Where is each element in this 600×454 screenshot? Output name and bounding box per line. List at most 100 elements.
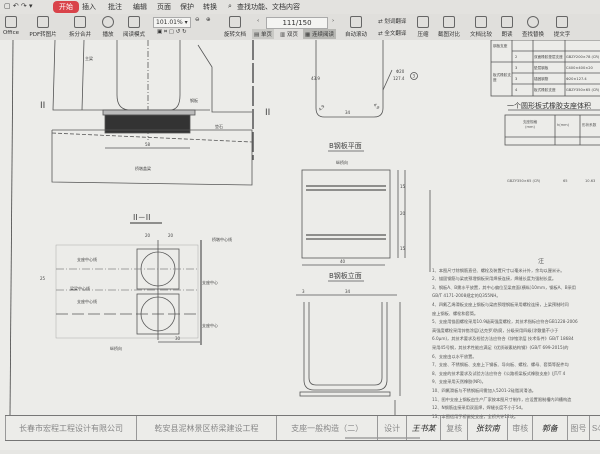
single-page-button[interactable]: ▤ 单页 bbox=[252, 29, 274, 39]
note-item: GB/T 4171-2008规定的Q355NH。 bbox=[432, 293, 501, 299]
design-label: 设计 bbox=[378, 416, 407, 440]
menu-search[interactable]: 查找功能、文档内容 bbox=[237, 3, 300, 11]
image-icon bbox=[37, 16, 49, 28]
play-icon bbox=[102, 16, 114, 28]
note-item: 12、N钢筋连接采用双面焊，焊缝长度不小于5d。 bbox=[432, 405, 526, 411]
note-item: 6.0μm)，其技术要求及检验方法应符合《锌铬涂层 技术条件》GB/T 1868… bbox=[432, 336, 574, 342]
rebar-length: 127.4 bbox=[393, 76, 405, 81]
pdf-to-image-button[interactable]: PDF转图片 bbox=[26, 16, 60, 38]
auto-scroll-button[interactable]: 自动滚动 bbox=[340, 16, 372, 38]
doc-compare-button[interactable]: 文档比较 bbox=[466, 16, 496, 38]
continuous-button[interactable]: ▦ 连续阅读 bbox=[303, 29, 336, 39]
table-cell: 2 bbox=[515, 55, 518, 59]
note-item: 7、支座、不锈钢板、支座上下钢板、导向板、螺栓、螺母、套筒等配件均 bbox=[432, 362, 569, 368]
label-bearing-center-line-2: 支座中心线 bbox=[77, 298, 97, 304]
menu-tab-convert[interactable]: 转换 bbox=[203, 3, 217, 11]
label-bearing-center-1: 支座中心 bbox=[202, 279, 218, 285]
note-item: 2、锚固钢筋与梁底预埋钢板采用焊接连接，焊缝长度为强制长度。 bbox=[432, 276, 557, 282]
plate-elevation: B钢板立面 34 3 bbox=[296, 271, 401, 397]
material-table bbox=[490, 39, 600, 97]
engineering-drawing: 58 主梁 钢板 垫石 桥墩盖梁 II II II－II 30 20 20 桥墩… bbox=[9, 39, 600, 439]
rebar-detail: Φ20 127.4 3 34 43.9 4.9 4.9 bbox=[311, 40, 418, 118]
speaker-icon bbox=[501, 16, 513, 28]
continuous-label: 连续阅读 bbox=[311, 32, 334, 38]
menu-tab-protect[interactable]: 保护 bbox=[180, 3, 194, 11]
rotate-label: 旋转文档 bbox=[223, 32, 246, 38]
label-pad: 垫石 bbox=[215, 123, 223, 129]
screenshot-compare-label: 截图对比 bbox=[437, 32, 460, 38]
scroll-icon bbox=[350, 16, 362, 28]
split-icon bbox=[74, 16, 86, 28]
menu-tab-page[interactable]: 页面 bbox=[157, 3, 171, 11]
label-main-beam: 主梁 bbox=[85, 55, 93, 61]
rebar-dim-bottom: 34 bbox=[345, 110, 351, 115]
read-aloud-button[interactable]: 朗读 bbox=[498, 16, 516, 38]
note-item: 6、支座由以水平放置。 bbox=[432, 353, 477, 359]
label-steel-plate: 钢板 bbox=[190, 97, 198, 103]
title-block: 长春市宏程工程设计有限公司 乾安县泥林景区桥梁建设工程 支座一般构造（二） 设计… bbox=[5, 415, 600, 441]
plan-title: B钢板平面 bbox=[329, 141, 362, 150]
menu-tab-edit[interactable]: 编辑 bbox=[133, 3, 147, 11]
table-cell: 板式橡胶支座 bbox=[534, 88, 556, 92]
page-input[interactable]: 111/150 bbox=[266, 17, 328, 29]
double-page-button[interactable]: ▥ 双页 bbox=[280, 32, 298, 38]
plan-direction: 纵桥向 bbox=[336, 159, 348, 165]
volume-cell-spec: GBZY350×65 (CR) bbox=[507, 179, 541, 183]
menu-icons[interactable]: ▢ ↶ ↷ ▾ bbox=[4, 2, 33, 10]
extract-text-button[interactable]: 提文字 bbox=[550, 16, 574, 38]
label-bridge-direction: 纵桥向 bbox=[110, 345, 122, 351]
note-item: 8、支座的技术要求及试验方法应符合《公路桥梁板式橡胶支座》(JT/T 4 bbox=[432, 370, 566, 376]
next-page-icon[interactable]: › bbox=[332, 18, 335, 24]
prev-page-icon[interactable]: ‹ bbox=[257, 18, 260, 24]
compress-label: 压缩 bbox=[417, 32, 429, 38]
office-button[interactable]: Office bbox=[0, 16, 22, 36]
pdf-to-image-label: PDF转图片 bbox=[29, 32, 57, 38]
fit-icons[interactable]: ▣ ⌗ ▢ ↺ ↻ bbox=[157, 29, 187, 35]
find-replace-button[interactable]: 查找替换 bbox=[518, 16, 548, 38]
zoom-out-icon[interactable]: ⊖ bbox=[195, 17, 200, 23]
full-translate-button[interactable]: ⇄ 全文翻译 bbox=[378, 31, 407, 37]
review-signature: 张钦南 bbox=[468, 416, 509, 440]
compress-button[interactable]: 压缩 bbox=[414, 16, 432, 38]
plan-dim-width: 40 bbox=[340, 259, 346, 264]
book-icon bbox=[128, 16, 140, 28]
doc-compare-label: 文档比较 bbox=[469, 32, 492, 38]
screenshot-compare-button[interactable]: 截图对比 bbox=[434, 16, 464, 38]
menu-bar: ▢ ↶ ↷ ▾ 开始 插入 批注 编辑 页面 保护 转换 ⌕ 查找功能、文档内容 bbox=[0, 0, 600, 14]
table-cell: 垫层钢板 bbox=[534, 66, 549, 70]
drawing-number-label: 图号 bbox=[568, 416, 591, 440]
plan-dim-15a: 15 bbox=[400, 184, 406, 189]
page-value: 111/150 bbox=[282, 19, 312, 27]
single-page-label: 单页 bbox=[260, 32, 272, 38]
rotate-doc-button[interactable]: 旋转文档 bbox=[220, 16, 250, 38]
note-item: 座上钢板、螺栓和套筒。 bbox=[432, 310, 479, 316]
compress-icon bbox=[417, 16, 429, 28]
compare-icon bbox=[475, 16, 487, 28]
office-icon bbox=[5, 16, 17, 28]
word-translate-button[interactable]: ⇄ 划词翻译 bbox=[378, 19, 407, 25]
section-mark-right: II bbox=[265, 108, 270, 118]
note-item: 11、图中支座上钢板由生产厂家按本图尺寸制作，应设置限制槽内凹槽构造 bbox=[432, 396, 572, 402]
rebar-number: 3 bbox=[413, 74, 416, 79]
zoom-in-icon[interactable]: ⊕ bbox=[206, 17, 211, 23]
elevation-dim-3: 3 bbox=[302, 289, 305, 294]
split-merge-button[interactable]: 拆分合并 bbox=[64, 16, 96, 38]
section-view: II－II 30 20 20 桥墩中心线 支座中心线 梁梁中心线 支座中心线 支… bbox=[40, 213, 232, 351]
menu-tab-start[interactable]: 开始 bbox=[53, 1, 79, 13]
menu-tab-insert[interactable]: 插入 bbox=[82, 3, 96, 11]
note-item: 采用45号钢，其技术性能应满足《优质碳素结构钢》(GB/T 699-2015)的 bbox=[432, 344, 569, 350]
table-cell: 3 bbox=[515, 66, 518, 70]
search-icon bbox=[527, 16, 539, 28]
volume-cell-h: 65 bbox=[563, 179, 568, 183]
plan-dim-15b: 15 bbox=[400, 246, 406, 251]
note-item: 5、支座用锚固螺栓采用10.9级高强度螺栓，其技术指标应符合GB1228-200… bbox=[432, 319, 578, 325]
menu-tab-annotate[interactable]: 批注 bbox=[108, 3, 122, 11]
zoom-select[interactable]: 101.01% ▾ bbox=[153, 17, 191, 28]
search-icon[interactable]: ⌕ bbox=[228, 2, 232, 10]
read-mode-button[interactable]: 阅读模式 bbox=[120, 16, 148, 38]
note-item: 4、四氟乙烯滑板支座上钢板与梁底预埋钢板采用螺栓连接，上梁预制时同 bbox=[432, 301, 569, 307]
play-button[interactable]: 播放 bbox=[98, 16, 118, 38]
drawing-number: S4 bbox=[590, 416, 600, 440]
dim-30: 30 bbox=[175, 336, 181, 341]
section-mark-left: II bbox=[40, 101, 45, 111]
